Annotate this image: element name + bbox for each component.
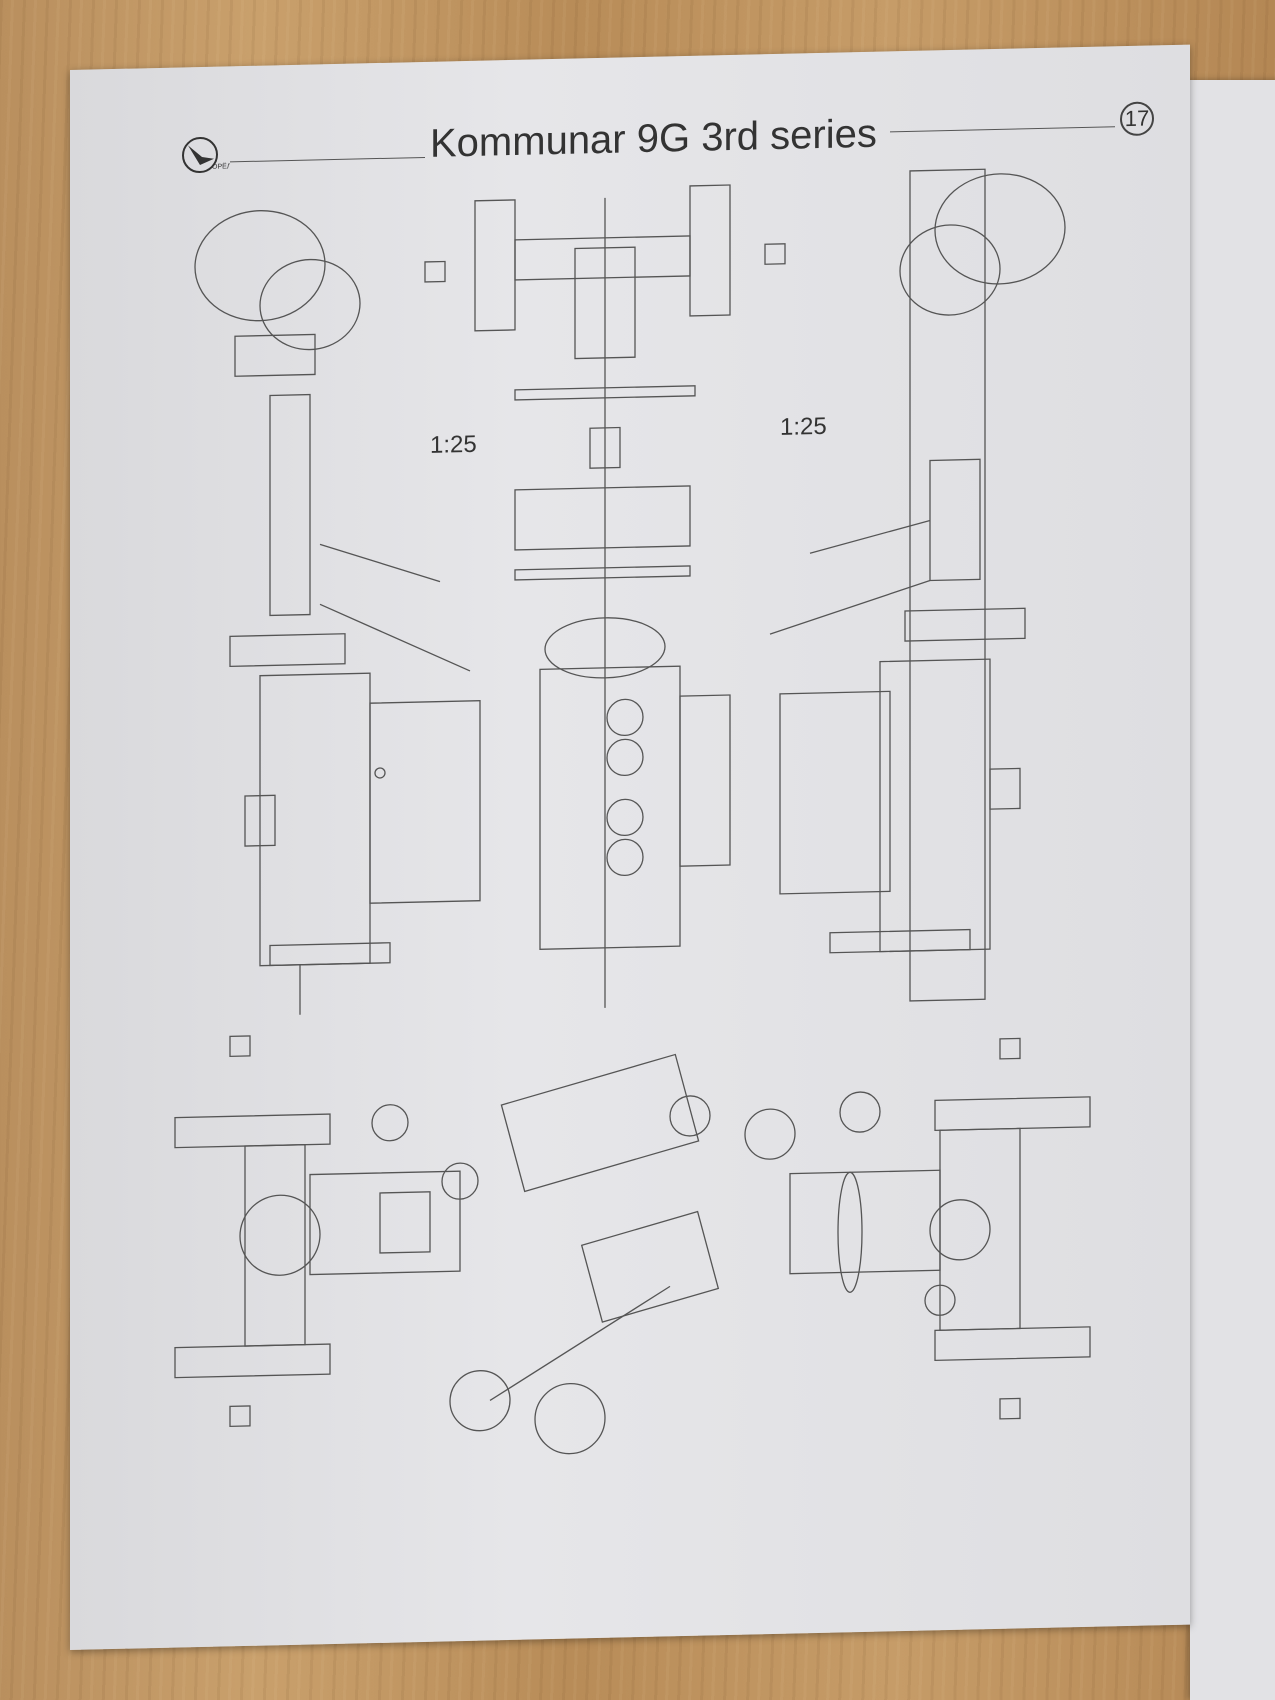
bottom-view-left xyxy=(174,1035,479,1428)
svg-text:ОРЁЛ: ОРЁЛ xyxy=(212,162,230,170)
side-view-right xyxy=(769,168,1066,1002)
bottom-view-right xyxy=(789,1037,1091,1420)
orel-logo-icon: ОРЁЛ xyxy=(182,137,230,174)
side-view-left xyxy=(194,210,481,1015)
instruction-page: ОРЁЛ Kommunar 9G 3rd series 17 1:25 1:25 xyxy=(70,44,1190,1651)
top-view-center xyxy=(424,184,786,1008)
page-header: ОРЁЛ Kommunar 9G 3rd series 17 xyxy=(180,95,1180,178)
chassis-drawings xyxy=(174,168,1091,1455)
isometric-views xyxy=(449,1053,796,1455)
next-page-edge xyxy=(1190,80,1275,1700)
